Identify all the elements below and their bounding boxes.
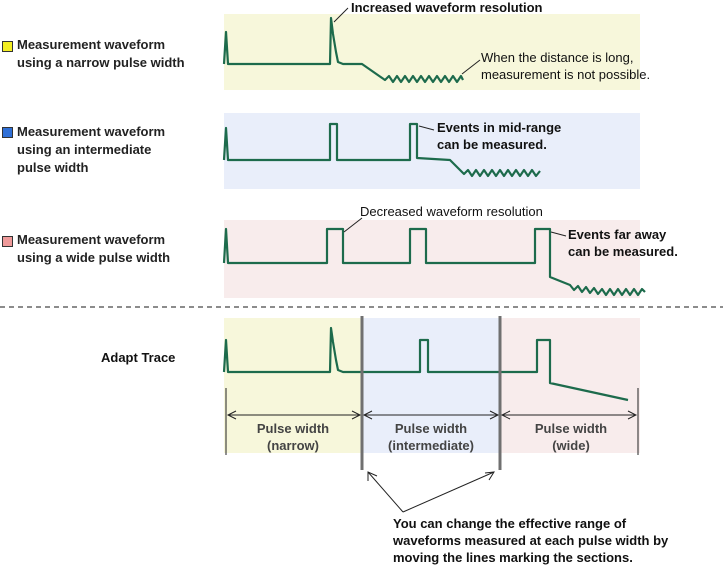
adapt-trace-title: Adapt Trace: [101, 350, 176, 365]
wide-section-label: Pulse width (wide): [534, 421, 608, 453]
footnote-arrows: [367, 471, 495, 513]
adapt-waveform: [222, 326, 629, 402]
adapt-intermediate-section: [362, 318, 500, 453]
far-away-note: Events far away can be measured.: [568, 227, 678, 259]
adapt-wide-section: [500, 318, 640, 453]
intermediate-swatch: [2, 127, 13, 138]
intermediate-range-arrow: [362, 410, 500, 420]
wide-legend-label: Measurement waveform using a wide pulse …: [17, 232, 171, 265]
wide-swatch: [2, 236, 13, 247]
narrow-waveform: [222, 16, 464, 84]
intermediate-waveform: [222, 122, 541, 178]
wide-range-arrow: [500, 410, 638, 420]
increased-resolution-leader: [333, 7, 349, 23]
decreased-resolution-leader: [343, 217, 363, 233]
adapt-narrow-section: [224, 318, 362, 453]
intermediate-panel: [224, 113, 640, 189]
wide-waveform: [222, 227, 646, 297]
narrow-section-label: Pulse width (narrow): [256, 421, 330, 453]
decreased-resolution-note: Decreased waveform resolution: [360, 204, 543, 219]
narrow-legend-label: Measurement waveform using a narrow puls…: [17, 37, 185, 70]
narrow-range-arrow: [226, 410, 362, 420]
far-away-leader: [550, 231, 567, 237]
intermediate-section-label: Pulse width (intermediate): [388, 421, 474, 453]
mid-range-note: Events in mid-range can be measured.: [437, 120, 562, 152]
long-distance-leader: [461, 59, 481, 75]
long-distance-note: When the distance is long, measurement i…: [481, 50, 651, 82]
narrow-panel: [224, 14, 640, 90]
adapt-footnote: You can change the effective range of wa…: [393, 516, 669, 565]
intermediate-legend-label: Measurement waveform using an intermedia…: [17, 124, 166, 175]
mid-range-leader: [418, 125, 435, 131]
increased-resolution-note: Increased waveform resolution: [351, 0, 543, 15]
narrow-swatch: [2, 41, 13, 52]
